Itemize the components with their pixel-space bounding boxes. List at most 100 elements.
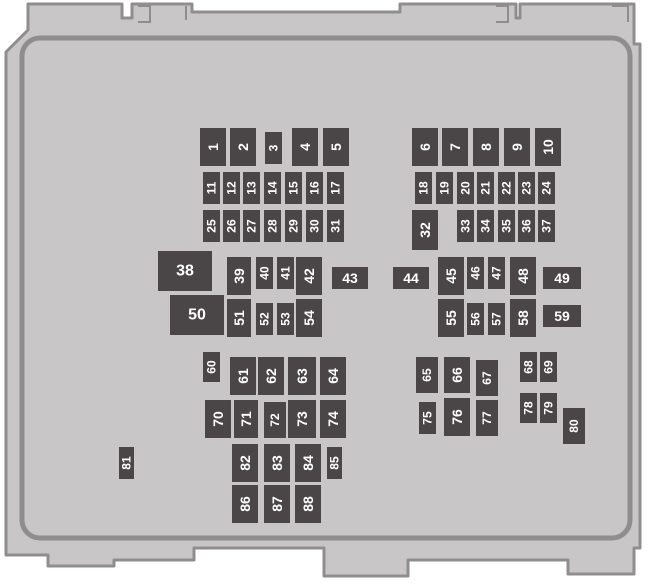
fuse-68: 68 (520, 352, 537, 382)
fuse-84-label: 84 (300, 455, 316, 471)
fuse-73-body (288, 400, 316, 438)
fuse-4: 4 (292, 128, 318, 166)
fuse-8-label: 8 (478, 143, 494, 151)
fuse-46-body (467, 257, 484, 289)
fuse-24: 24 (538, 172, 555, 204)
fuse-48-body (510, 257, 536, 295)
fuse-34-body (477, 210, 494, 242)
fuse-57-body (488, 303, 505, 335)
fuse-6-body (412, 128, 438, 166)
fuse-25-body (203, 210, 220, 242)
fuse-70-label: 70 (210, 411, 226, 427)
fuse-44-body (393, 267, 429, 289)
fuse-45: 45 (438, 257, 464, 295)
fuse-55-body (438, 299, 464, 337)
fuse-47-body (488, 257, 505, 289)
fuse-30-body (306, 210, 323, 242)
fuse-42: 42 (296, 257, 322, 295)
fuse-81: 81 (119, 447, 134, 479)
fuse-80: 80 (563, 408, 585, 444)
housing-notch-mid-right (496, 5, 509, 23)
fuse-44-label: 44 (403, 270, 419, 286)
fuse-79-body (540, 393, 557, 423)
fuse-39-label: 39 (231, 268, 247, 284)
fuse-35-body (498, 210, 515, 242)
fuse-15: 15 (285, 172, 302, 204)
fuse-49: 49 (543, 267, 581, 289)
fuse-70-body (205, 400, 231, 438)
fuse-7-label: 7 (447, 143, 463, 151)
fuse-2: 2 (230, 128, 256, 166)
fuse-box-inner-tray (19, 35, 633, 541)
fuse-59: 59 (543, 305, 581, 327)
fuse-7-body (442, 128, 468, 166)
fuse-76-body (444, 398, 470, 436)
fuse-79-label: 79 (542, 401, 556, 415)
fuse-57-label: 57 (490, 312, 504, 326)
fuse-32-label: 32 (417, 222, 433, 238)
fuse-11: 11 (203, 172, 220, 204)
fuse-61-label: 61 (235, 368, 251, 384)
fuse-74-label: 74 (325, 411, 341, 427)
fuse-46-label: 46 (469, 266, 483, 280)
fuse-34: 34 (477, 210, 494, 242)
fuse-69-label: 69 (542, 360, 556, 374)
fuse-87: 87 (264, 485, 290, 523)
fuse-12-label: 12 (225, 181, 239, 195)
fuse-11-body (203, 172, 220, 204)
fuse-17: 17 (327, 172, 344, 204)
fuse-75-body (419, 402, 436, 434)
fuse-52: 52 (256, 303, 273, 335)
fuse-87-label: 87 (269, 496, 285, 512)
fuse-30: 30 (306, 210, 323, 242)
fuse-32-body (412, 210, 438, 250)
fuse-6-label: 6 (417, 143, 433, 151)
fuse-18-body (415, 172, 432, 204)
fuse-12: 12 (223, 172, 240, 204)
fuse-75: 75 (419, 402, 436, 434)
fuse-17-body (327, 172, 344, 204)
fuse-72: 72 (264, 402, 286, 438)
fuse-10-body (535, 128, 561, 166)
fuse-65-body (416, 357, 438, 393)
fuse-28-body (264, 210, 281, 242)
fuse-65: 65 (416, 357, 438, 393)
fuse-70: 70 (205, 400, 231, 438)
fuse-47: 47 (488, 257, 505, 289)
fuse-63-label: 63 (294, 368, 310, 384)
fuse-83: 83 (264, 444, 290, 482)
fuse-52-body (256, 303, 273, 335)
fuse-75-label: 75 (421, 411, 435, 425)
fuse-61-body (230, 357, 256, 395)
fuse-28: 28 (264, 210, 281, 242)
fuse-22: 22 (498, 172, 515, 204)
fuse-67-label: 67 (480, 371, 494, 385)
fuse-2-label: 2 (235, 143, 251, 151)
fuse-58-label: 58 (515, 310, 531, 326)
fuse-56: 56 (467, 303, 484, 335)
fuse-45-label: 45 (443, 268, 459, 284)
fuse-53-label: 53 (279, 312, 293, 326)
fuse-5: 5 (323, 128, 349, 166)
fuse-41-body (277, 257, 294, 289)
fuse-83-label: 83 (269, 455, 285, 471)
fuse-49-body (543, 267, 581, 289)
fuse-3: 3 (265, 132, 282, 164)
fuse-60-body (203, 352, 220, 382)
fuse-33: 33 (457, 210, 474, 242)
fuse-46: 46 (467, 257, 484, 289)
fuse-71: 71 (234, 400, 258, 438)
fuse-82-body (232, 444, 258, 482)
fuse-68-body (520, 352, 537, 382)
fuse-67-body (476, 360, 498, 396)
fuse-73-label: 73 (294, 411, 310, 427)
fuse-58: 58 (510, 299, 536, 337)
fuse-5-body (323, 128, 349, 166)
fuse-54-body (296, 299, 322, 337)
fuse-29-label: 29 (287, 219, 301, 233)
fuse-78-body (520, 393, 537, 423)
fuse-20: 20 (457, 172, 474, 204)
fuse-54-label: 54 (301, 310, 317, 326)
